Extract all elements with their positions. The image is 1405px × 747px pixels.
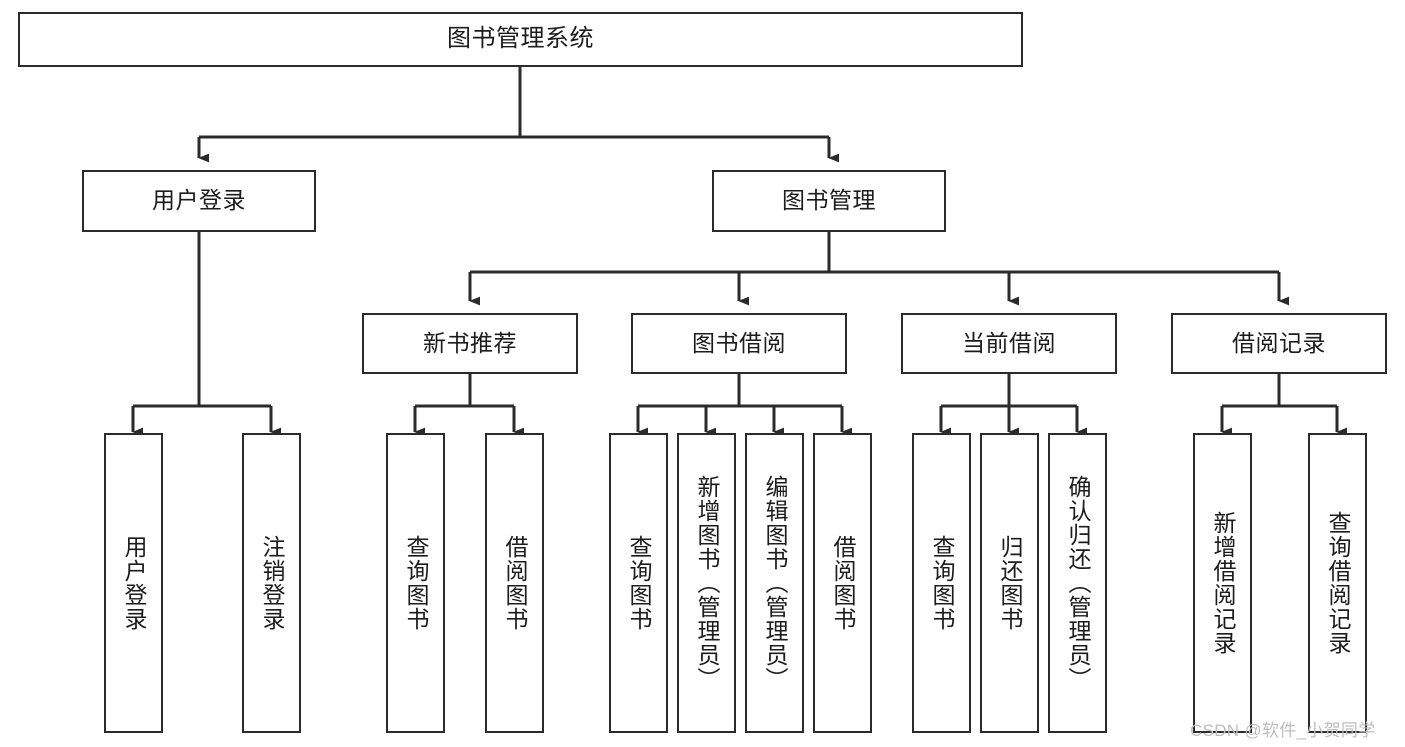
- node-leaf-edit-book-label: 编辑图书（管理员）: [761, 475, 788, 691]
- node-leaf-query-record[interactable]: 查询借阅记录: [1308, 433, 1367, 733]
- node-leaf-add-record[interactable]: 新增借阅记录: [1193, 433, 1252, 733]
- node-leaf-borrow-book-1[interactable]: 借阅图书: [485, 433, 544, 733]
- node-current-borrow-label: 当前借阅: [962, 329, 1056, 356]
- node-user-login[interactable]: 用户登录: [82, 170, 316, 232]
- node-book-manage-label: 图书管理: [782, 187, 876, 214]
- node-leaf-borrow-book-1-label: 借阅图书: [501, 535, 528, 631]
- node-leaf-add-book-label: 新增图书（管理员）: [693, 475, 720, 691]
- node-leaf-query-book-2-label: 查询图书: [625, 535, 652, 631]
- node-current-borrow[interactable]: 当前借阅: [901, 313, 1117, 374]
- node-leaf-query-record-label: 查询借阅记录: [1324, 511, 1351, 655]
- node-leaf-confirm-return[interactable]: 确认归还（管理员）: [1048, 433, 1107, 733]
- node-leaf-query-book-1-label: 查询图书: [402, 535, 429, 631]
- node-leaf-confirm-return-label: 确认归还（管理员）: [1064, 475, 1091, 691]
- node-new-book-rec[interactable]: 新书推荐: [362, 313, 578, 374]
- node-leaf-borrow-book-2[interactable]: 借阅图书: [813, 433, 872, 733]
- node-leaf-query-book-3-label: 查询图书: [928, 535, 955, 631]
- node-book-borrow-label: 图书借阅: [692, 329, 786, 356]
- node-leaf-return-book[interactable]: 归还图书: [980, 433, 1039, 733]
- node-root-label: 图书管理系统: [447, 25, 594, 53]
- node-book-borrow[interactable]: 图书借阅: [631, 313, 847, 374]
- node-leaf-user-login[interactable]: 用户登录: [104, 433, 163, 733]
- node-book-manage[interactable]: 图书管理: [712, 170, 946, 232]
- node-root[interactable]: 图书管理系统: [18, 12, 1023, 67]
- node-borrow-record[interactable]: 借阅记录: [1171, 313, 1387, 374]
- node-borrow-record-label: 借阅记录: [1232, 329, 1326, 356]
- node-leaf-edit-book[interactable]: 编辑图书（管理员）: [745, 433, 804, 733]
- node-leaf-borrow-book-2-label: 借阅图书: [829, 535, 856, 631]
- node-leaf-add-book[interactable]: 新增图书（管理员）: [677, 433, 736, 733]
- node-leaf-user-login-label: 用户登录: [120, 535, 147, 631]
- node-new-book-rec-label: 新书推荐: [423, 329, 517, 356]
- node-leaf-query-book-1[interactable]: 查询图书: [386, 433, 445, 733]
- node-leaf-return-book-label: 归还图书: [996, 535, 1023, 631]
- node-leaf-query-book-3[interactable]: 查询图书: [912, 433, 971, 733]
- node-leaf-logout-login[interactable]: 注销登录: [242, 433, 301, 733]
- node-leaf-query-book-2[interactable]: 查询图书: [609, 433, 668, 733]
- node-leaf-add-record-label: 新增借阅记录: [1209, 511, 1236, 655]
- node-user-login-label: 用户登录: [152, 187, 246, 214]
- node-leaf-logout-login-label: 注销登录: [258, 535, 285, 631]
